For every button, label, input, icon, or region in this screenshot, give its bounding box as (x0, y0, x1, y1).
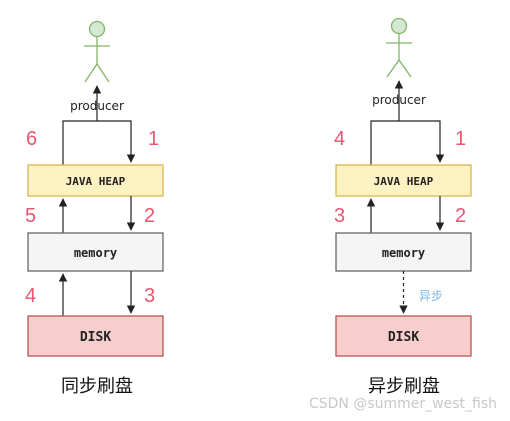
sync-step-3: 3 (144, 285, 155, 307)
async-note-label: 异步 (419, 289, 443, 303)
async-step-1: 1 (455, 128, 466, 150)
sync-step-2: 2 (144, 205, 155, 227)
async-step-4: 4 (334, 128, 345, 150)
sync-step-1: 1 (148, 128, 159, 150)
async-actor-leg-right (398, 59, 412, 78)
async-step-2: 2 (455, 205, 466, 227)
async-step-3: 3 (334, 205, 345, 227)
async-java-heap-box (335, 164, 472, 197)
sync-actor-leg-left (84, 63, 98, 83)
async-line-producer-left (370, 120, 399, 165)
csdn-watermark: CSDN @summer_west_fish (309, 396, 497, 412)
sync-disk-box (27, 315, 164, 357)
sync-memory-box (27, 232, 164, 272)
sync-disk-label: DISK (80, 330, 111, 345)
sync-java-heap-box (27, 164, 164, 197)
sync-actor-leg-right (96, 63, 110, 83)
async-memory-box (335, 232, 472, 272)
sync-panel: producer JAVA HEAP memory DISK 1 2 3 4 5… (25, 20, 164, 397)
sync-step-6: 6 (26, 128, 37, 150)
async-disk-label: DISK (388, 330, 419, 345)
sync-actor-head (88, 20, 106, 38)
async-actor-head (390, 17, 408, 35)
sync-line-producer-left (62, 120, 97, 165)
sync-producer-actor-icon (84, 20, 110, 83)
async-actor-leg-left (386, 59, 400, 78)
async-arrow-producer-to-heap (399, 120, 445, 163)
sync-caption: 同步刷盘 (61, 376, 133, 397)
async-disk-box (335, 315, 472, 357)
async-panel: producer JAVA HEAP memory 异步 DISK 1 2 3 … (334, 17, 472, 397)
sync-java-heap-label: JAVA HEAP (66, 175, 126, 188)
sync-step-4: 4 (25, 285, 36, 307)
async-producer-actor-icon (386, 17, 412, 78)
sync-step-5: 5 (25, 205, 36, 227)
sync-arrow-producer-to-heap (97, 120, 136, 163)
async-memory-label: memory (382, 246, 425, 260)
async-java-heap-label: JAVA HEAP (374, 175, 434, 188)
sync-memory-label: memory (74, 246, 117, 260)
async-caption: 异步刷盘 (368, 376, 440, 397)
